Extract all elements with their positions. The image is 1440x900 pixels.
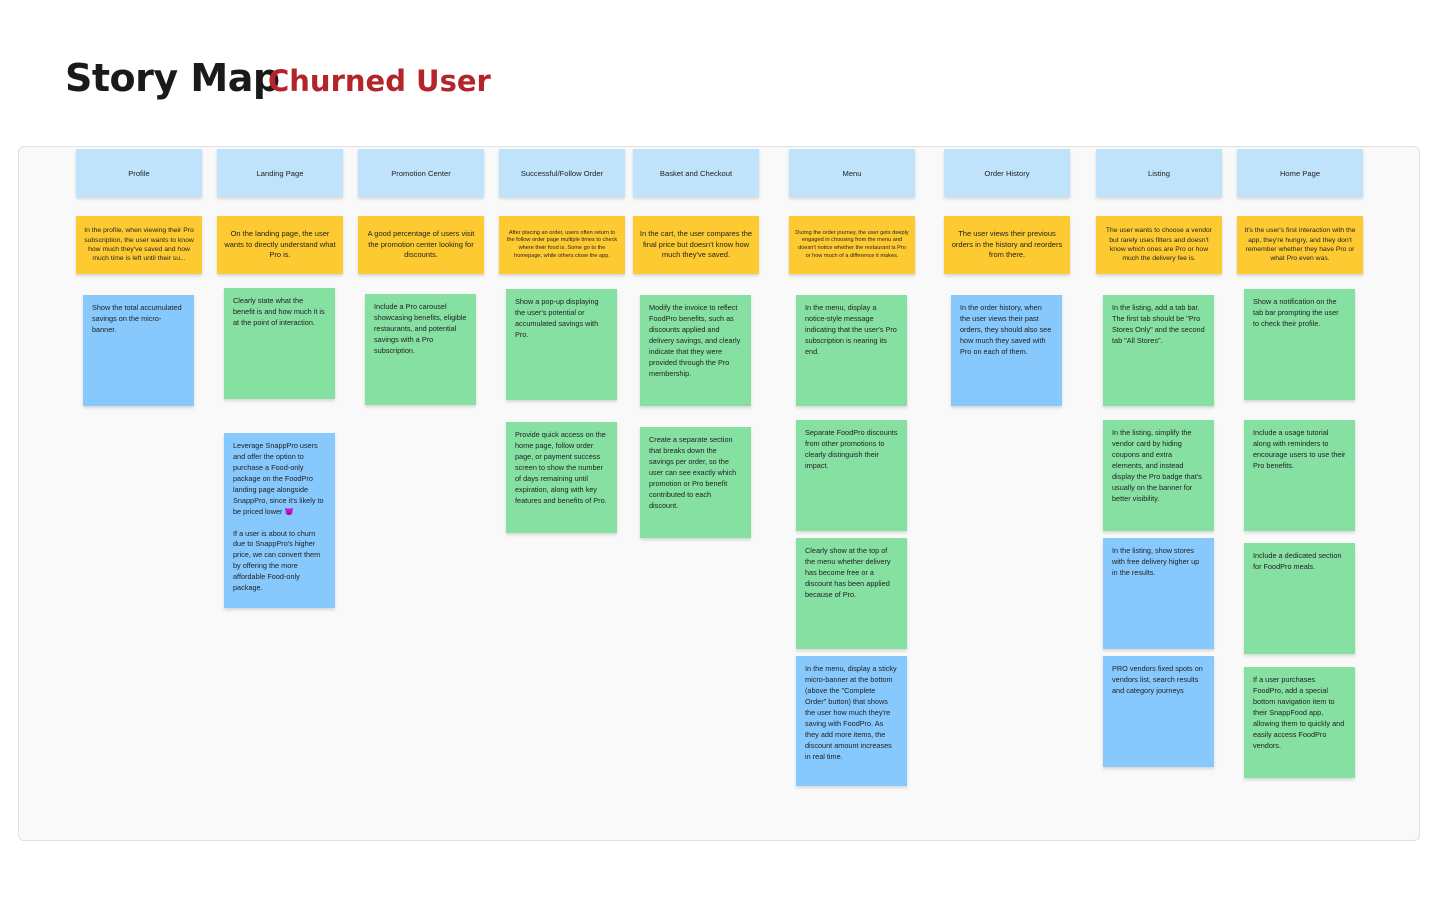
- story-card[interactable]: PRO vendors fixed spots on vendors list,…: [1103, 656, 1214, 767]
- task-card-successful-follow-order[interactable]: After placing an order, users often retu…: [499, 216, 625, 274]
- activity-card-basket-and-checkout[interactable]: Basket and Checkout: [633, 149, 759, 197]
- story-card[interactable]: In the listing, show stores with free de…: [1103, 538, 1214, 649]
- story-card[interactable]: Clearly state what the benefit is and ho…: [224, 288, 335, 399]
- activity-card-home-page[interactable]: Home Page: [1237, 149, 1363, 197]
- story-card[interactable]: Create a separate section that breaks do…: [640, 427, 751, 538]
- story-card[interactable]: Include a dedicated section for FoodPro …: [1244, 543, 1355, 654]
- story-card[interactable]: In the menu, display a sticky micro-bann…: [796, 656, 907, 786]
- story-card[interactable]: In the listing, add a tab bar. The first…: [1103, 295, 1214, 406]
- story-card[interactable]: In the listing, simplify the vendor card…: [1103, 420, 1214, 531]
- task-card-home-page[interactable]: It's the user's first interaction with t…: [1237, 216, 1363, 274]
- activity-card-order-history[interactable]: Order History: [944, 149, 1070, 197]
- page-title: Story Map: [65, 56, 280, 100]
- story-card[interactable]: In the menu, display a notice-style mess…: [796, 295, 907, 406]
- story-card[interactable]: Separate FoodPro discounts from other pr…: [796, 420, 907, 531]
- activity-card-landing-page[interactable]: Landing Page: [217, 149, 343, 197]
- task-card-listing[interactable]: The user wants to choose a vendor but ra…: [1096, 216, 1222, 274]
- story-card[interactable]: Leverage SnappPro users and offer the op…: [224, 433, 335, 608]
- task-card-basket-and-checkout[interactable]: In the cart, the user compares the final…: [633, 216, 759, 274]
- story-card[interactable]: Provide quick access on the home page, f…: [506, 422, 617, 533]
- task-card-order-history[interactable]: The user views their previous orders in …: [944, 216, 1070, 274]
- story-card[interactable]: Clearly show at the top of the menu whet…: [796, 538, 907, 649]
- task-card-promotion-center[interactable]: A good percentage of users visit the pro…: [358, 216, 484, 274]
- activity-card-successful-follow-order[interactable]: Successful/Follow Order: [499, 149, 625, 197]
- story-card[interactable]: Include a Pro carousel showcasing benefi…: [365, 294, 476, 405]
- activity-card-listing[interactable]: Listing: [1096, 149, 1222, 197]
- story-card[interactable]: In the order history, when the user view…: [951, 295, 1062, 406]
- story-card[interactable]: Modify the invoice to reflect FoodPro be…: [640, 295, 751, 406]
- story-card[interactable]: Include a usage tutorial along with remi…: [1244, 420, 1355, 531]
- page-subtitle: Churned User: [268, 64, 491, 98]
- activity-card-promotion-center[interactable]: Promotion Center: [358, 149, 484, 197]
- story-card[interactable]: If a user purchases FoodPro, add a speci…: [1244, 667, 1355, 778]
- task-card-landing-page[interactable]: On the landing page, the user wants to d…: [217, 216, 343, 274]
- story-card[interactable]: Show a pop-up displaying the user's pote…: [506, 289, 617, 400]
- activity-card-profile[interactable]: Profile: [76, 149, 202, 197]
- task-card-profile[interactable]: In the profile, when viewing their Pro s…: [76, 216, 202, 274]
- task-card-menu[interactable]: During the order journey, the user gets …: [789, 216, 915, 274]
- story-card[interactable]: Show a notification on the tab bar promp…: [1244, 289, 1355, 400]
- story-card[interactable]: Show the total accumulated savings on th…: [83, 295, 194, 406]
- activity-card-menu[interactable]: Menu: [789, 149, 915, 197]
